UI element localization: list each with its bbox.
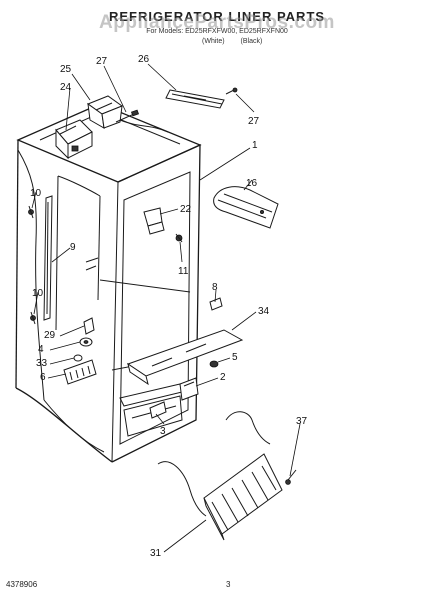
bracket-3 [149, 401, 167, 419]
callout-8: 8 [212, 282, 218, 293]
heater-pad-6 [63, 359, 97, 385]
callout-4: 4 [38, 344, 44, 355]
air-duct-strip [165, 89, 225, 109]
page-number: 3 [226, 580, 231, 589]
leader-lines [31, 63, 301, 553]
callout-1: 1 [252, 140, 258, 151]
control-housing [55, 119, 93, 160]
callout-6: 6 [40, 372, 46, 383]
document-number: 4378906 [6, 580, 38, 589]
callout-22: 22 [180, 204, 192, 215]
clip-8 [209, 297, 223, 311]
screw-27-right [225, 87, 238, 95]
nut-5 [209, 360, 219, 368]
callout-37: 37 [296, 416, 308, 427]
callout-34: 34 [258, 306, 270, 317]
screw-37 [285, 469, 297, 485]
thermostat-bracket [86, 95, 124, 129]
color-variants: (White) (Black) [202, 38, 276, 45]
light-shield [213, 186, 279, 229]
knob-4 [79, 337, 93, 347]
variant-white: (White) [202, 38, 225, 45]
callout-26: 26 [138, 54, 150, 65]
bracket-2 [179, 377, 199, 401]
callout-11: 11 [178, 266, 189, 277]
grommet-33 [73, 354, 83, 362]
callout-25: 25 [60, 64, 72, 75]
shelf-frame [126, 329, 244, 386]
callout-3: 3 [160, 426, 166, 437]
callout-29: 29 [44, 330, 56, 341]
callout-16: 16 [246, 178, 258, 189]
callout-2: 2 [220, 372, 226, 383]
callout-10-upper: 10 [30, 188, 42, 199]
callout-27-upper: 27 [96, 56, 108, 67]
screw-10-upper [28, 205, 34, 219]
side-rail [43, 195, 99, 321]
callout-33: 33 [36, 358, 48, 369]
model-list: For Models: ED25RFXFW00, ED25RFXFN00 [146, 28, 288, 35]
callout-24: 24 [60, 82, 72, 93]
callout-31: 31 [150, 548, 162, 559]
damper-29 [83, 317, 95, 335]
callout-labels: 25 27 26 24 27 1 16 10 22 9 11 8 10 34 2… [30, 54, 308, 559]
variant-black: (Black) [240, 38, 263, 45]
watermark: AppliancePartsPros.com [99, 12, 335, 33]
callout-10-lower: 10 [32, 288, 44, 299]
screw-11 [175, 233, 183, 243]
heater-element [157, 411, 283, 541]
liner-box [15, 103, 202, 463]
callout-27-right: 27 [248, 116, 260, 127]
bracket-22 [143, 207, 165, 235]
screw-10-lower [30, 311, 36, 325]
callout-5: 5 [232, 352, 238, 363]
clip-27-upper [115, 109, 140, 123]
diagram-title: REFRIGERATOR LINER PARTS [108, 9, 326, 24]
callout-9: 9 [70, 242, 76, 253]
